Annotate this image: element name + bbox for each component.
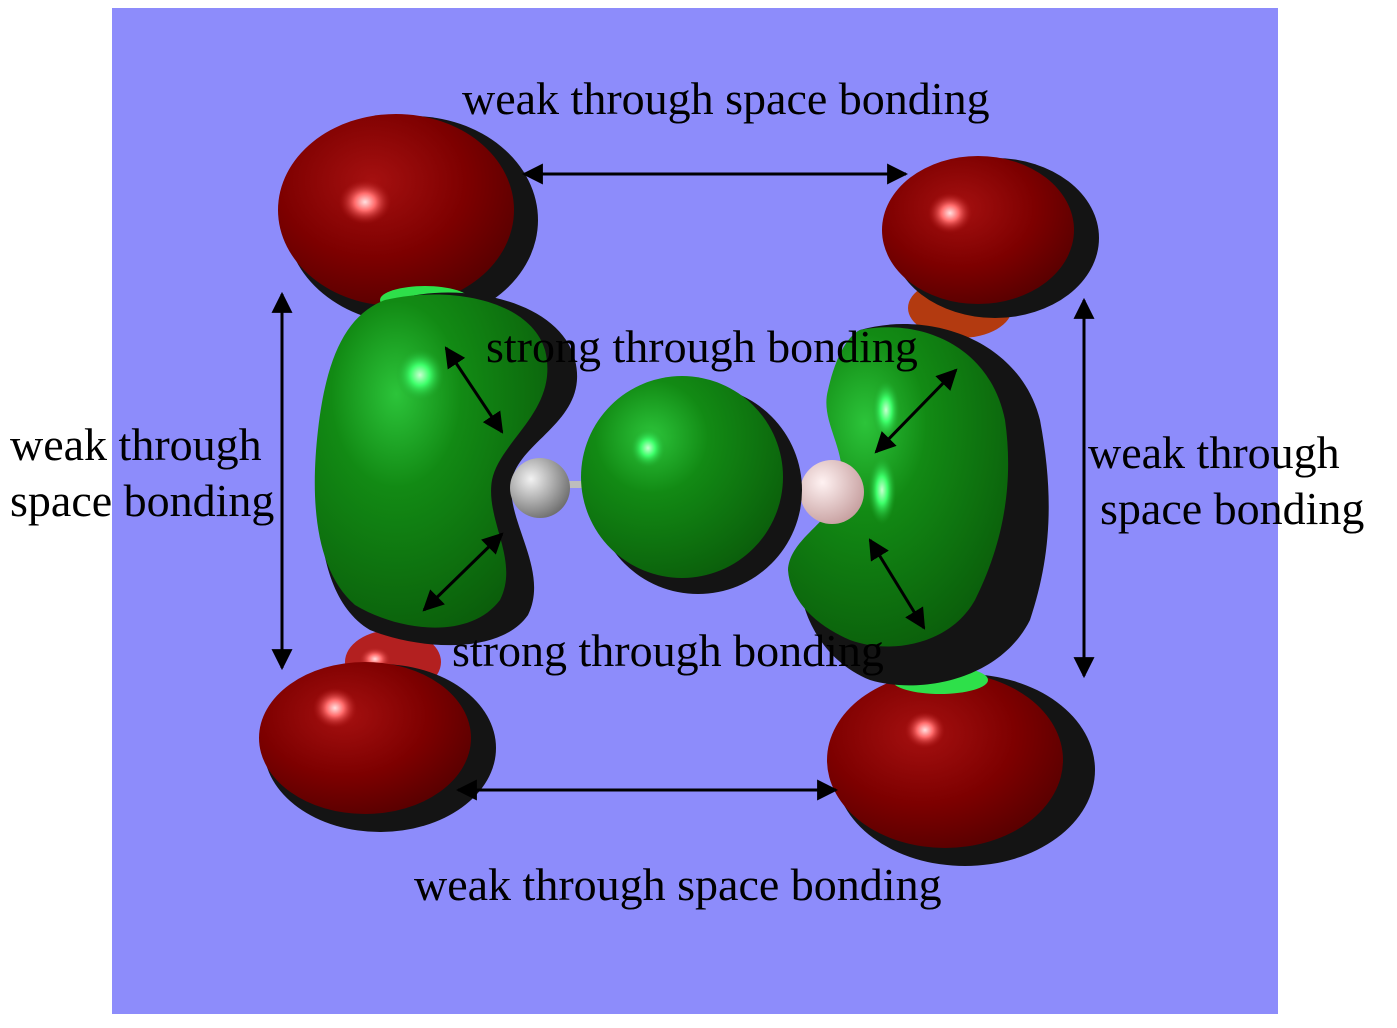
arrow-strong-left-lower [422, 532, 504, 612]
label-left-line2: space bonding [10, 475, 275, 526]
label-strong-top: strong through bonding [486, 321, 918, 372]
arrow-strong-right-upper [874, 368, 958, 454]
lobe-bottom-left [259, 630, 496, 832]
central-molecule [510, 376, 864, 594]
lobe-bottom-right [827, 672, 1095, 866]
label-strong-bottom: strong through bonding [452, 625, 884, 676]
label-left-line1: weak through [10, 419, 262, 470]
arrow-strong-left-upper [444, 346, 504, 434]
label-right-line2: space bonding [1100, 483, 1365, 534]
lobe-top-right [882, 156, 1099, 338]
label-bottom: weak through space bonding [414, 859, 942, 910]
label-top: weak through space bonding [462, 73, 990, 124]
label-right-line1: weak through [1088, 427, 1340, 478]
arrow-strong-right-lower [868, 538, 926, 630]
lobe-top-left [278, 114, 538, 324]
